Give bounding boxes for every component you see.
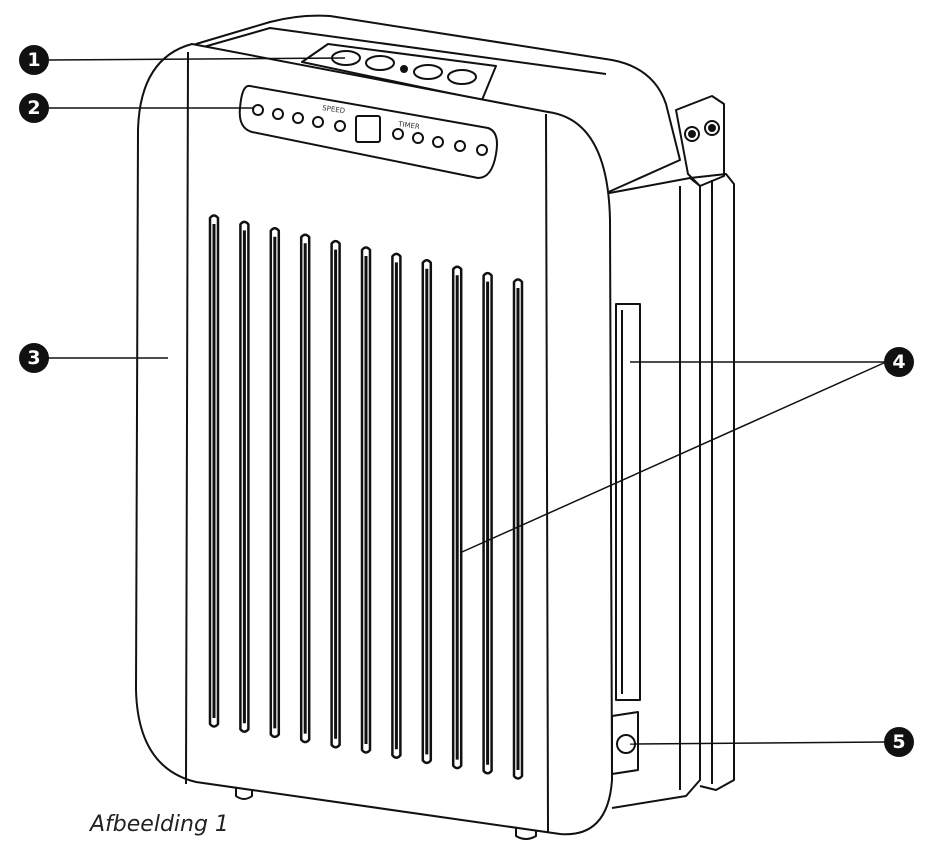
callout-leaders xyxy=(47,57,887,745)
figure-caption: Afbeelding 1 xyxy=(90,812,229,837)
leader-4b xyxy=(461,361,887,553)
callout-1: 1 xyxy=(19,45,49,75)
top-button-2 xyxy=(365,55,395,71)
leader-1 xyxy=(47,57,346,61)
top-button-4 xyxy=(447,69,477,85)
front-housing xyxy=(135,43,613,840)
callout-5: 5 xyxy=(884,727,914,757)
top-button-3 xyxy=(413,64,443,80)
rear-bracket xyxy=(675,95,735,791)
display-window xyxy=(355,115,381,143)
timer-label: TIMER xyxy=(397,120,421,131)
callout-4: 4 xyxy=(884,347,914,377)
front-bezel-edge-right xyxy=(545,113,549,833)
front-control-panel xyxy=(238,84,498,179)
front-bezel-edge-left xyxy=(185,51,189,785)
callout-3: 3 xyxy=(19,343,49,373)
side-panel xyxy=(603,177,701,809)
callout-2: 2 xyxy=(19,93,49,123)
leader-5 xyxy=(629,741,887,745)
top-surface xyxy=(195,14,681,195)
air-grille xyxy=(208,214,524,780)
speed-label: SPEED xyxy=(322,104,346,115)
